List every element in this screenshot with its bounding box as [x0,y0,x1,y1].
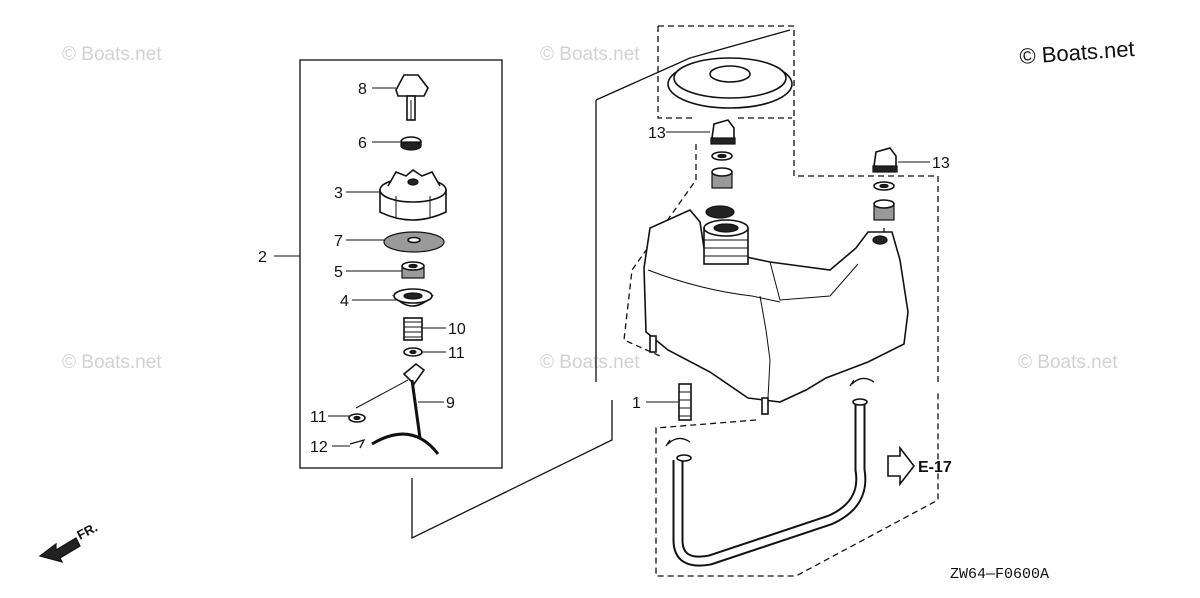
watermark-top-left: © Boats.net [62,44,162,65]
callout-11-upper: 11 [448,345,465,362]
drawing-code: ZW64—F0600A [950,566,1049,583]
reference-label: E-17 [918,459,952,476]
direction-label: FR. [74,520,100,543]
reference-arrow-icon [887,445,916,487]
callout-3: 3 [334,185,343,202]
callout-5: 5 [334,264,343,281]
callout-4: 4 [340,293,349,310]
tank-cover-grommet [667,57,793,109]
fuel-tube [672,398,868,567]
callout-7: 7 [334,233,343,250]
fuel-strainer-cord [355,362,440,455]
small-washer [400,136,422,151]
callout-13-right: 13 [932,155,950,172]
cap-nut [401,261,425,279]
grommet-connector-line [595,29,791,101]
callout-9: 9 [446,395,455,412]
callout-2: 2 [258,249,267,266]
tube-clip-left [665,437,691,447]
upper-washer [403,347,423,357]
mount-dashed-outline [658,25,939,386]
cap-seat [392,288,434,307]
watermark-top-center: © Boats.net [540,44,640,65]
retaining-clip [349,438,366,449]
filler-cap-assembly-box [299,59,503,469]
knob-bolt [395,74,429,121]
callout-12: 12 [310,439,328,456]
callout-1: 1 [632,395,641,412]
mount-nut-right [872,147,898,221]
tube-clip-right [849,377,875,387]
fuel-filler-cap [379,168,447,221]
watermark-mid-left: © Boats.net [62,352,162,373]
assembly-connector-line [411,400,613,540]
fuel-outlet-joint [678,383,692,421]
callout-8: 8 [358,81,367,98]
cap-gasket [383,231,445,253]
callout-6: 6 [358,135,367,152]
watermark-mid-center: © Boats.net [540,352,640,373]
mount-nut-left [710,119,736,189]
fuel-tank [643,205,909,415]
front-direction-arrow-icon [38,537,81,563]
copyright-label: © Boats.net [1019,36,1136,69]
lower-washer [348,413,366,423]
cap-spring [403,317,423,341]
callout-13-left: 13 [648,125,666,142]
watermark-mid-right: © Boats.net [1018,352,1118,373]
callout-10: 10 [448,321,466,338]
callout-11-lower: 11 [310,409,327,426]
fuel-tube-dashed-outline [655,392,939,577]
